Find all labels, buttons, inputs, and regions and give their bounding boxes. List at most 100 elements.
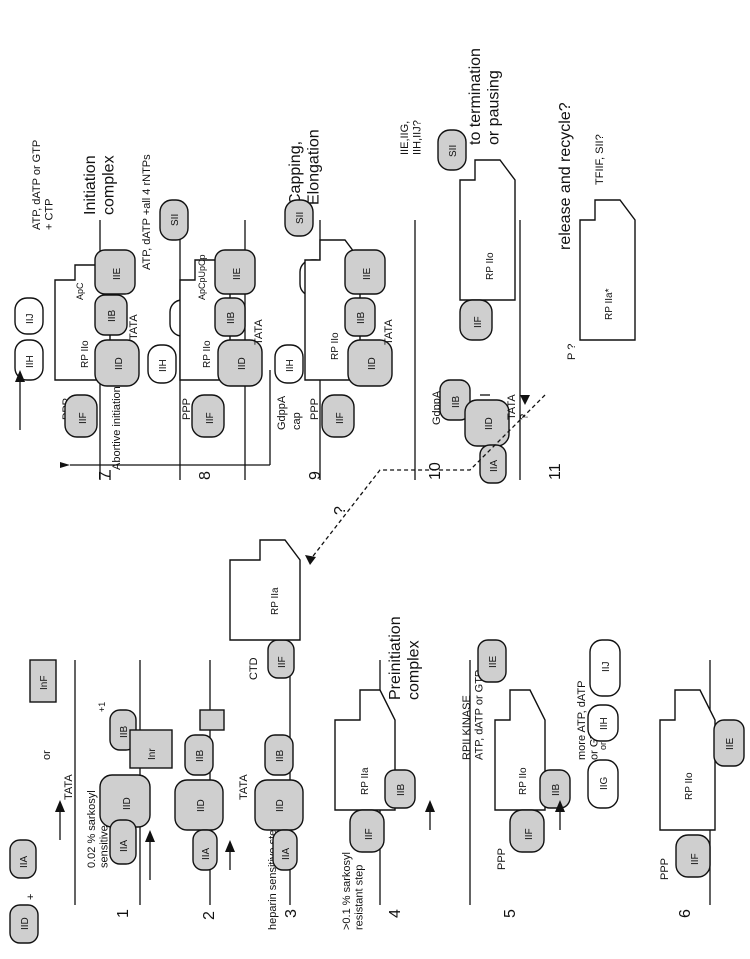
step-number-5: 5 [502,909,519,918]
step-number-1: 1 [115,909,132,918]
step7-IIF-label: IIF [78,412,89,424]
atp-ctp-label: ATP, dATP or GTP+ CTP [31,140,56,230]
tata-label-9: TATA [383,319,395,345]
factor-IIB-1-label: IIB [119,725,130,738]
sarkosyl-resistant-label: >0.1 % sarkosylresistant step [341,852,366,930]
step10-IID-label: IID [484,417,495,430]
step-number-4: 4 [387,909,404,918]
step-2: 2 IID IIA IIB TATA [174,709,250,920]
step-number-11: 11 [547,463,564,480]
inr-box [29,659,57,703]
step9-IIB [344,297,376,337]
ctd-label: CTD [248,657,260,680]
apcpupc-label: ApCpUpCp [197,254,207,300]
rp-iio-step9-label: RP IIo [330,332,341,360]
step8-IIB [214,297,246,337]
step-number-6: 6 [677,909,694,918]
step8-IID [217,339,263,387]
step-number-8: 8 [197,471,214,480]
rp-iio-step8-label: RP IIo [202,340,213,368]
step9-IID-label: IID [367,357,378,370]
step5-IIF-label: IIF [524,828,535,840]
step9-IID [347,339,393,387]
step6-IIF-label: IIF [690,853,701,865]
step9-IIB-label: IIB [356,311,367,324]
step7-IID [94,339,140,387]
step-10: IIE,IIG,IIH,IIJ? to terminationor pausin… [399,48,531,484]
tata-label-8: TATA [253,319,265,345]
step9-IIF [321,394,355,438]
step3-IID [254,779,304,831]
step10-IIB [439,379,471,421]
rp-iio-step5-label: RP IIo [518,767,529,795]
step3-IID-label: IID [275,799,286,812]
step2-IIA-label: IIA [201,847,212,860]
factor-IIH-6 [587,704,619,742]
gdppa-label-9: GdppA [276,395,288,430]
tata-label-7: TATA [128,314,140,340]
factor-IID-bound-label: IID [122,797,133,810]
factor-IIA-bound-label: IIA [119,839,130,852]
factor-IIG-6 [587,759,619,809]
factor-IIG-6-label: IIG [599,776,610,790]
factor-SII-9 [284,199,314,237]
step7-IIE [94,249,136,295]
factor-IIH-7-label: IIH [25,355,36,368]
step8-IIB-label: IIB [226,311,237,324]
apc-label: ApC [75,282,85,300]
rp-iio-step6 [659,689,716,831]
or-label: or [41,750,53,760]
factor-IIH-8-label: IIH [158,359,169,372]
factor-IIJ-7-label: IIJ [25,313,36,324]
step2-IID [174,779,224,831]
step2-IIA [192,829,218,871]
factor-IID-label: IID [20,917,31,930]
step10-IIA-label: IIA [489,459,500,472]
rp-iia-step3 [229,539,301,641]
inr-box-label: InF [39,676,50,690]
inr-element [129,729,173,769]
factor-IIH-6-label: IIH [599,717,610,730]
step3-IIF-label: IIF [277,656,288,668]
step2-inr [199,709,225,731]
step6-IIE [713,719,745,767]
cap-label: cap [291,412,303,430]
p-q-label: P ? [566,344,578,360]
initiation-label: Initiationcomplex [82,155,117,215]
arrows [15,370,565,880]
step7-IIF [64,394,98,438]
step9-IIE-label: IIE [362,267,373,280]
step4-IIB [384,769,416,809]
step8-IIE [214,249,256,295]
step9-IIE [344,249,386,295]
factor-IIA [9,839,37,879]
ppp-label-9: PPP [309,398,321,420]
step-4: >0.1 % sarkosylresistant step 4 Preiniti… [334,616,422,930]
step2-IIB-label: IIB [195,749,206,762]
rp-iio-step6-label: RP IIo [684,772,695,800]
step5-IIB-label: IIB [551,783,562,796]
step7-IIE-label: IIE [112,267,123,280]
factor-IIH-7 [14,339,44,381]
step-9: Capping,Elongation SII IIH IIJ RP IIo Gd… [274,129,395,480]
step8-IIF-label: IIF [205,412,216,424]
step6-IIF [675,834,711,878]
abortive-initiation-label: Abortive initiation [111,386,123,470]
factor-IIA-label: IIA [19,855,30,868]
capping-label: Capping,Elongation [287,129,322,205]
plus-sign: + [25,894,37,900]
step5-IIE-in [477,639,507,683]
rp-iia-step4-label: RP IIa [360,767,371,795]
step3-IIA [272,829,298,871]
tata-label-1: TATA [63,774,75,800]
step-6: 6 PPP RP IIo IIF IIE [659,689,745,918]
step-number-7: 7 [97,471,114,480]
factor-IIH-9-label: IIH [285,359,296,372]
step2-IIB [184,734,214,776]
step-8: ATP, dATP +all 4 rNTPs SII IIH IIJ RP II… [111,154,265,480]
step7-IIB [94,294,128,336]
release-label: release and recycle? [557,102,574,250]
step-5: RPII KINASEATP, dATP or GTP IIE 5 PPP RP… [461,639,571,918]
